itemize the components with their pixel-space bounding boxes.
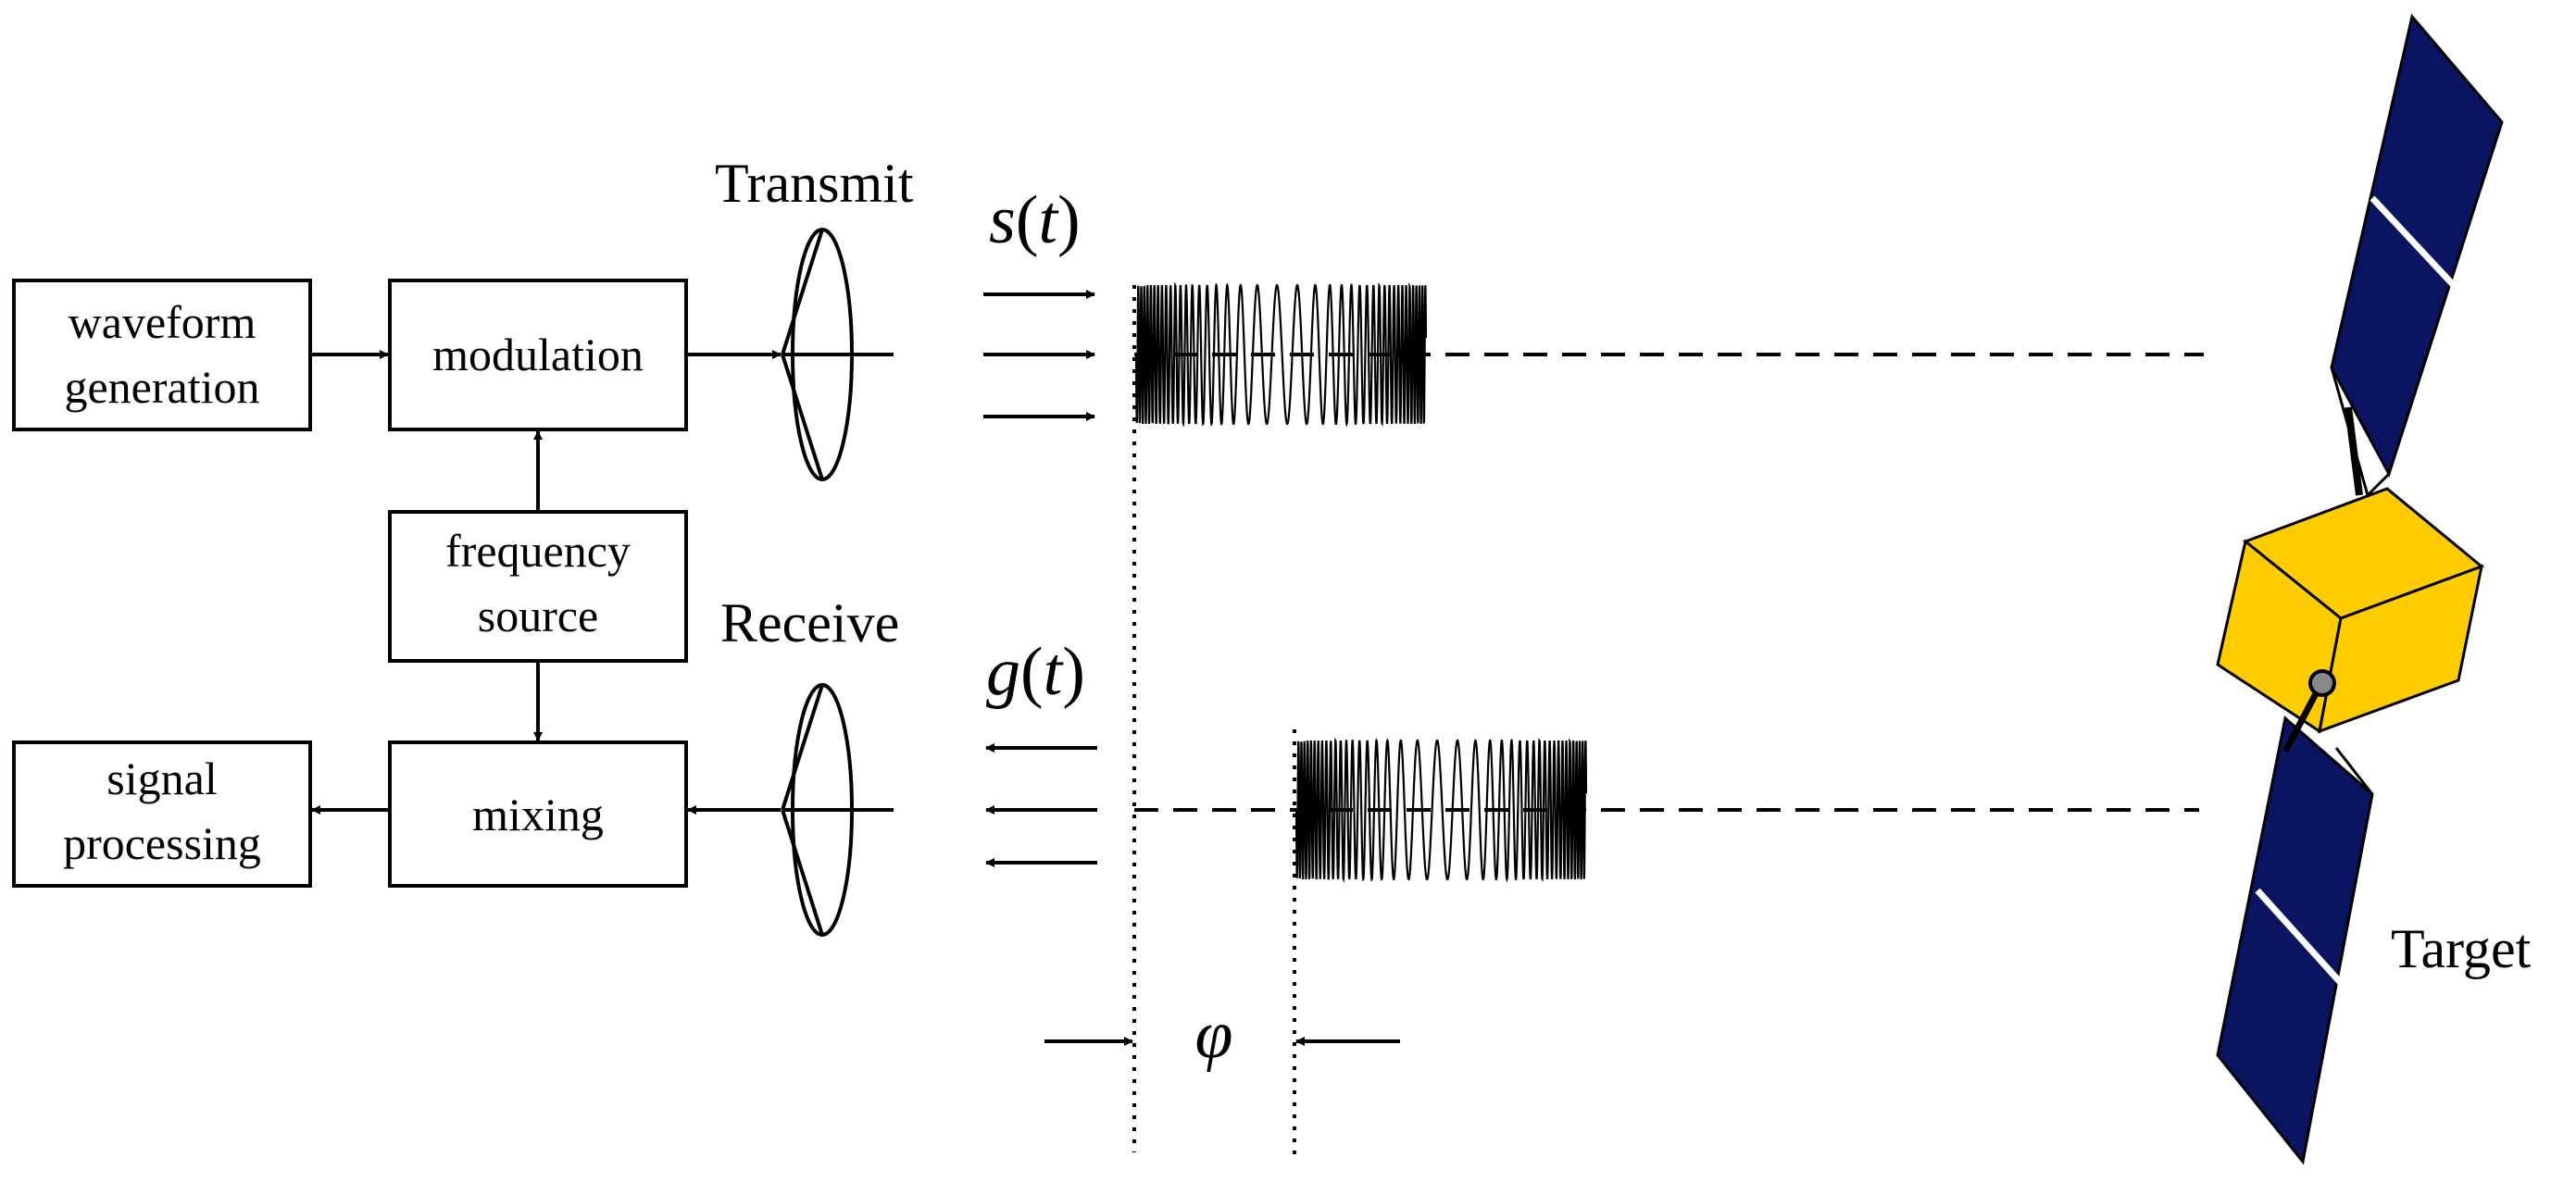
frequency-source-label-line1: frequency — [445, 525, 631, 577]
frequency-source-label-line2: source — [478, 590, 599, 641]
mixing-block: mixing — [388, 740, 688, 888]
receive-direction-arrows — [985, 743, 1097, 867]
waveform-generation-block: waveform generation — [12, 279, 312, 431]
receive-chirp-waveform — [1294, 737, 1588, 883]
waveform-generation-label-line2: generation — [64, 361, 259, 413]
signal-processing-label-line1: signal — [106, 753, 217, 804]
frequency-source-block: frequency source — [388, 510, 688, 663]
transmit-signal-symbol: s(t) — [989, 182, 1081, 258]
modulation-label: modulation — [432, 329, 644, 380]
signal-processing-label-line2: processing — [63, 817, 261, 869]
mixing-label: mixing — [472, 789, 604, 840]
waveform-generation-label-line1: waveform — [69, 296, 256, 348]
receive-label: Receive — [720, 592, 899, 653]
satellite-target-icon — [2216, 13, 2504, 1165]
transmit-chirp-waveform — [1134, 281, 1428, 428]
receive-antenna-icon — [781, 683, 894, 937]
upper-panel-stripe — [2370, 195, 2464, 296]
lower-solar-panel-icon — [2216, 715, 2374, 1165]
transmit-direction-arrows — [983, 290, 1095, 421]
transmit-label: Transmit — [715, 153, 914, 214]
receive-signal-symbol: g(t) — [986, 634, 1085, 710]
modulation-block: modulation — [388, 279, 688, 431]
transmit-antenna-icon — [781, 228, 894, 481]
satellite-antenna-knob — [2308, 669, 2336, 697]
target-label: Target — [2391, 918, 2532, 979]
signal-processing-block: signal processing — [12, 740, 312, 888]
lower-panel-stripe — [2255, 888, 2344, 986]
delay-symbol: φ — [1195, 997, 1233, 1073]
